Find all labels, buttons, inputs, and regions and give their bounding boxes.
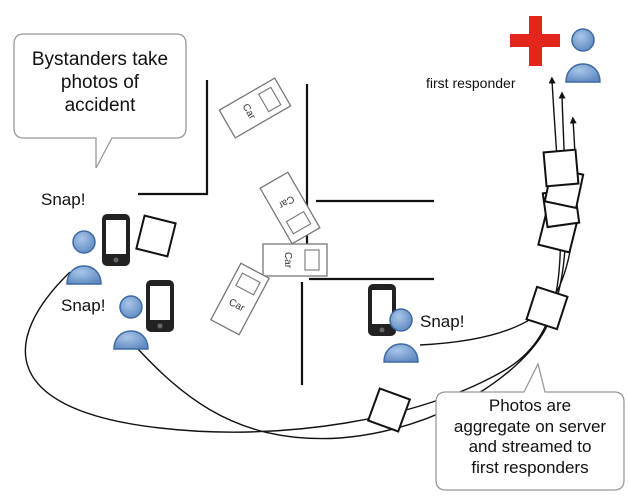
bubble-line: aggregate on server [453,416,607,436]
first-responder-label: first responder [426,75,516,91]
snap-label: Snap! [41,190,86,209]
photo-icon [542,148,580,188]
bubble-line: and streamed to [468,437,592,457]
bubble-line: Photos are [488,396,572,415]
photo-icon [135,214,177,258]
photo-icon [366,387,412,433]
flow-curve [124,91,567,440]
street-line [138,80,209,196]
red-cross-icon [510,16,560,66]
phone-icon [368,284,396,336]
bystanders-bubble [13,33,187,169]
people [66,28,601,363]
person-icon [565,28,601,83]
car-icon: Car [262,243,328,277]
photo-icon [525,285,569,331]
server-bubble [435,362,625,491]
phones [102,214,396,336]
server-bubble-text: Photos are aggregate on server and strea… [436,396,624,479]
flow-curve [24,76,562,433]
speech-bubbles [13,33,625,491]
person-icon [66,230,102,285]
phone-icon [102,214,130,266]
car-icon: Car [218,77,292,139]
car-icon: Car [259,171,321,245]
bubble-line: accident [64,95,136,117]
bystanders-bubble-text: Bystanders take photos of accident [14,48,186,118]
phone-icon [146,280,174,332]
bubble-line: Bystanders take [31,49,169,70]
snap-label: Snap! [420,312,465,331]
car-icon: Car [209,262,271,336]
snap-label: Snap! [61,296,106,315]
bubble-line: first responders [471,458,589,478]
cars: Car Car Car Car [209,77,328,336]
photo-stack [366,148,585,433]
person-icon [383,308,419,363]
person-icon [113,295,149,350]
car-label: Car [282,252,293,269]
bubble-line: photos of [60,72,140,94]
